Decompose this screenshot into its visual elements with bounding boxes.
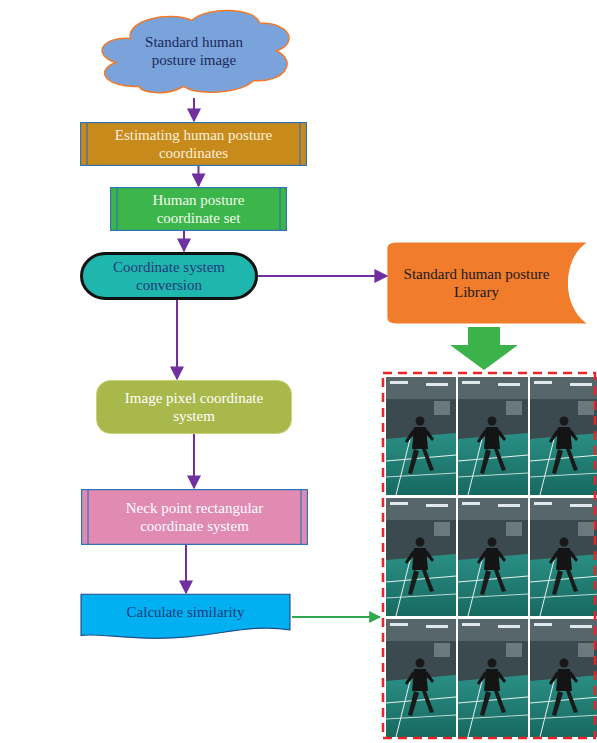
flow-arrow (193, 98, 195, 121)
node-label: Neck point rectangular coordinate system (97, 499, 292, 535)
node-label: Standard human posture Library (402, 265, 551, 301)
node-label: Image pixel coordinate system (110, 389, 278, 425)
node-outline (96, 380, 292, 434)
flow-arrow (176, 300, 178, 379)
node-label: Coordinate system conversion (98, 258, 240, 294)
process-box: Human posture coordinate set (110, 187, 287, 231)
terminal-box: Coordinate system conversion (80, 252, 258, 300)
flow-arrow (198, 166, 200, 186)
process-box: Neck point rectangular coordinate system (81, 489, 308, 545)
process-box: Image pixel coordinate system (96, 380, 292, 434)
flow-arrow (183, 231, 185, 251)
document-box: Calculate similarity (80, 594, 291, 640)
node-outline (81, 489, 308, 545)
node-label: Standard human posture image (132, 33, 256, 69)
node-label: Human posture coordinate set (124, 191, 273, 227)
node-outline (388, 243, 585, 323)
start-cloud: Standard human posture image (88, 2, 300, 98)
flow-arrow (258, 275, 387, 277)
flow-arrow (185, 545, 187, 593)
node-label: Calculate similarity (127, 603, 245, 621)
library-store: Standard human posture Library (388, 243, 585, 323)
process-box: Estimating human posture coordinates (80, 122, 307, 166)
flow-arrow (193, 434, 195, 488)
node-label: Estimating human posture coordinates (94, 126, 293, 162)
